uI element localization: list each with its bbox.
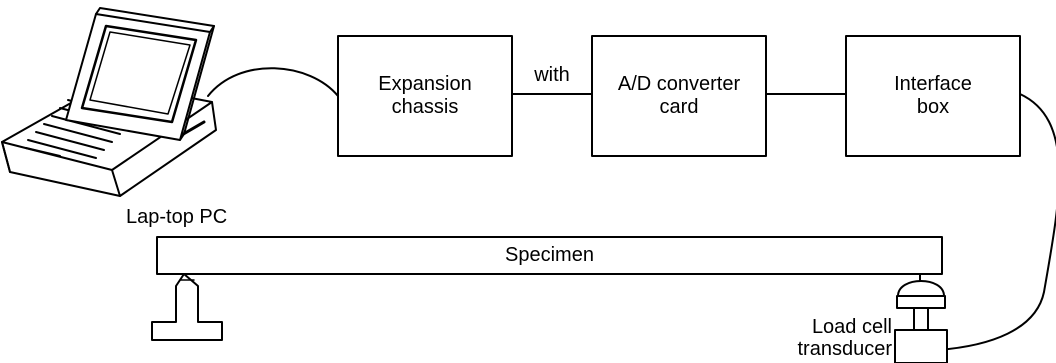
load-cell-label-line2: transducer — [797, 338, 893, 360]
load-cell-label-line1: Load cell — [811, 316, 892, 338]
specimen-beam — [156, 236, 943, 275]
ad-converter-label: A/D converter card — [592, 36, 766, 156]
load-cell-transducer — [894, 273, 948, 363]
expansion-chassis-box — [337, 35, 513, 157]
expansion-chassis-label-line2: chassis — [391, 96, 459, 118]
ad-converter-box — [591, 35, 767, 157]
laptop-chassis-cable — [207, 67, 339, 97]
interface-box-label: Interface box — [846, 36, 1020, 156]
interface-box-label-line2: box — [916, 96, 950, 118]
ad-converter-label-line1: A/D converter — [617, 73, 741, 95]
expansion-chassis-label: Expansion chassis — [338, 36, 512, 156]
load-cell-label: Load cell transducer — [772, 316, 893, 360]
with-label: with — [534, 64, 570, 86]
ad-converter-label-line2: card — [659, 96, 699, 118]
specimen-label: Specimen — [505, 244, 594, 266]
expansion-chassis-label-line1: Expansion — [378, 73, 472, 95]
laptop-icon — [1, 7, 217, 197]
interface-box-label-line1: Interface — [894, 73, 972, 95]
left-support — [151, 273, 223, 341]
laptop-label: Lap-top PC — [126, 206, 228, 228]
interface-loadcell-cable — [937, 93, 1056, 351]
interface-box — [845, 35, 1021, 157]
